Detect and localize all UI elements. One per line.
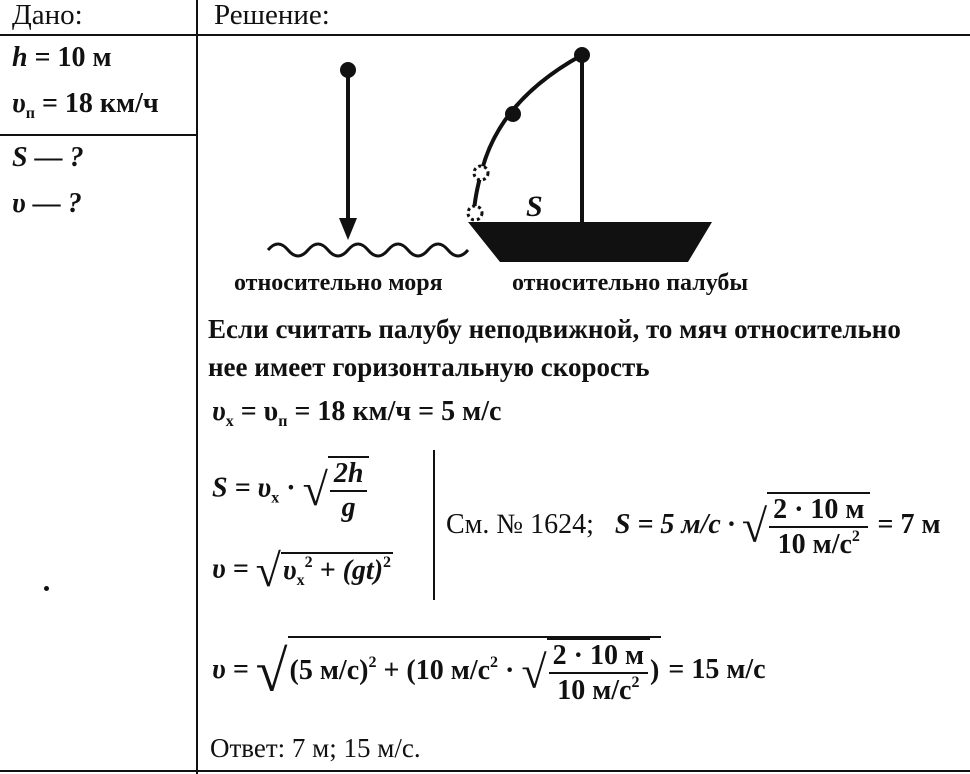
formula-v: υ = √υx2 + (gt)2 — [212, 545, 394, 596]
s2-denominator: 10 м/с2 — [769, 528, 868, 561]
text-line-2: нее имеет горизонтальную скорость — [208, 352, 650, 382]
s-dot: · — [286, 472, 296, 504]
formula-vx: υx = υп = 18 км/ч = 5 м/с — [212, 396, 501, 431]
sqrt-sign: √ — [302, 464, 328, 515]
v2-plus: + — [383, 654, 400, 686]
ball-dashed-1 — [472, 164, 490, 182]
h-value: = 10 м — [34, 42, 112, 73]
s2-den-text: 10 м/с — [777, 529, 852, 560]
v-value: = 18 км/ч — [41, 88, 159, 119]
ball-dashed-2 — [466, 204, 484, 222]
v-sqrt: υx2 + (gt)2 — [280, 552, 394, 590]
s-denominator: g — [341, 492, 356, 523]
v-variable: υ — [12, 88, 26, 119]
v2-a: (5 м/с) — [289, 654, 369, 686]
ball-top — [574, 47, 590, 63]
vx-value: = 18 км/ч = 5 м/с — [294, 396, 502, 427]
s2-left: S = 5 м/с · — [614, 508, 735, 540]
formula-separator — [433, 450, 435, 600]
find-s: S — ? — [12, 142, 84, 173]
s2-den-sup: 2 — [851, 528, 860, 545]
v2-result: = 15 м/с — [668, 653, 766, 685]
v-subscript: п — [25, 105, 35, 122]
s2-result: = 7 м — [877, 508, 941, 540]
v2-numerator: 2 · 10 м — [548, 640, 649, 674]
s2-numerator: 2 · 10 м — [769, 494, 869, 528]
label-sea: относительно моря — [234, 270, 443, 296]
v2-den-sup: 2 — [631, 674, 640, 691]
v-inner-sub: x — [296, 572, 305, 589]
curved-trajectory — [472, 53, 583, 213]
vx-sub2: п — [278, 413, 288, 430]
fall-arrowhead — [339, 218, 357, 240]
solution-header: Решение: — [214, 0, 330, 31]
bottom-border — [0, 770, 970, 772]
v-inner: υ — [282, 555, 297, 586]
sea-waves — [266, 242, 470, 258]
v2-dot: · — [505, 654, 515, 686]
label-s-diagram: S — [526, 190, 543, 223]
v2-den-text: 10 м/с — [557, 675, 632, 706]
sqrt-sign-s2: √ — [741, 500, 768, 552]
s-sub: x — [271, 489, 280, 507]
s-left: S = υ — [212, 472, 272, 504]
v2-left: υ = — [212, 653, 249, 685]
v-plus-sup: 2 — [383, 554, 392, 571]
sqrt-sign-v2: √ — [255, 638, 288, 704]
sqrt-sign-v2-inner: √ — [521, 646, 547, 698]
vx-rest: = υ — [240, 396, 279, 427]
v-plus: + (gt) — [319, 555, 384, 586]
v2-b-sup: 2 — [490, 653, 499, 671]
label-deck: относительно палубы — [512, 270, 749, 296]
sqrt-sign-v: √ — [255, 545, 281, 596]
ball-mid — [505, 106, 521, 122]
v2-b: 10 м/с — [415, 654, 491, 686]
find-v: υ — ? — [12, 188, 82, 219]
given-v: υп = 18 км/ч — [12, 88, 159, 123]
answer: Ответ: 7 м; 15 м/с. — [210, 733, 421, 763]
boat-hull — [468, 222, 712, 262]
vx-sub: x — [225, 413, 234, 430]
given-h: h = 10 м — [12, 42, 112, 74]
top-border — [0, 34, 970, 36]
h-variable: h — [12, 42, 28, 73]
stray-dot — [44, 586, 49, 591]
text-line-1: Если считать палубу неподвижной, то мяч … — [208, 314, 901, 344]
v2-denominator: 10 м/с2 — [549, 674, 648, 707]
v2-a-sup: 2 — [368, 653, 377, 671]
see-reference: См. № 1624; — [446, 508, 594, 540]
v-inner-sup: 2 — [304, 554, 313, 571]
given-header: Дано: — [12, 0, 83, 31]
v-left: υ = — [212, 553, 249, 585]
vx-symbol: υ — [212, 396, 226, 427]
given-divider — [0, 134, 196, 136]
trajectory-diagram — [266, 47, 712, 262]
column-divider — [196, 0, 198, 774]
s-numerator: 2h — [329, 458, 368, 492]
